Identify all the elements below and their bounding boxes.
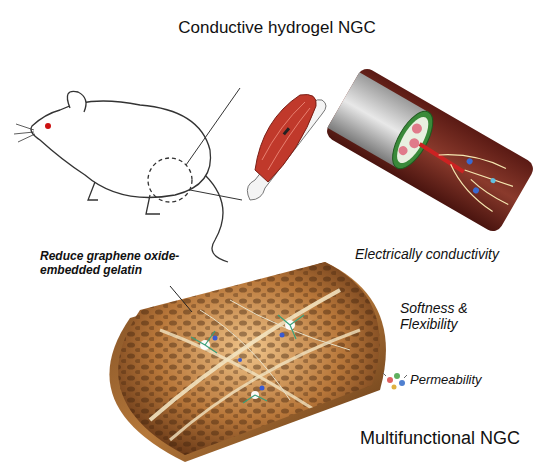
property-label: Permeability — [410, 373, 530, 388]
panel-label: Multifunctional NGC — [360, 428, 550, 449]
conduit-closeup — [323, 65, 536, 234]
leg-anatomy — [247, 94, 326, 200]
property-label: Softness & Flexibility — [400, 300, 510, 332]
material-label: Reduce graphene oxide-embedded gelatin — [40, 250, 190, 278]
diagram-title: Conductive hydrogel NGC — [0, 18, 554, 38]
permeability-icon — [383, 373, 407, 390]
mouse-drawing — [14, 88, 242, 262]
property-label: Electrically conductivity — [355, 246, 545, 262]
